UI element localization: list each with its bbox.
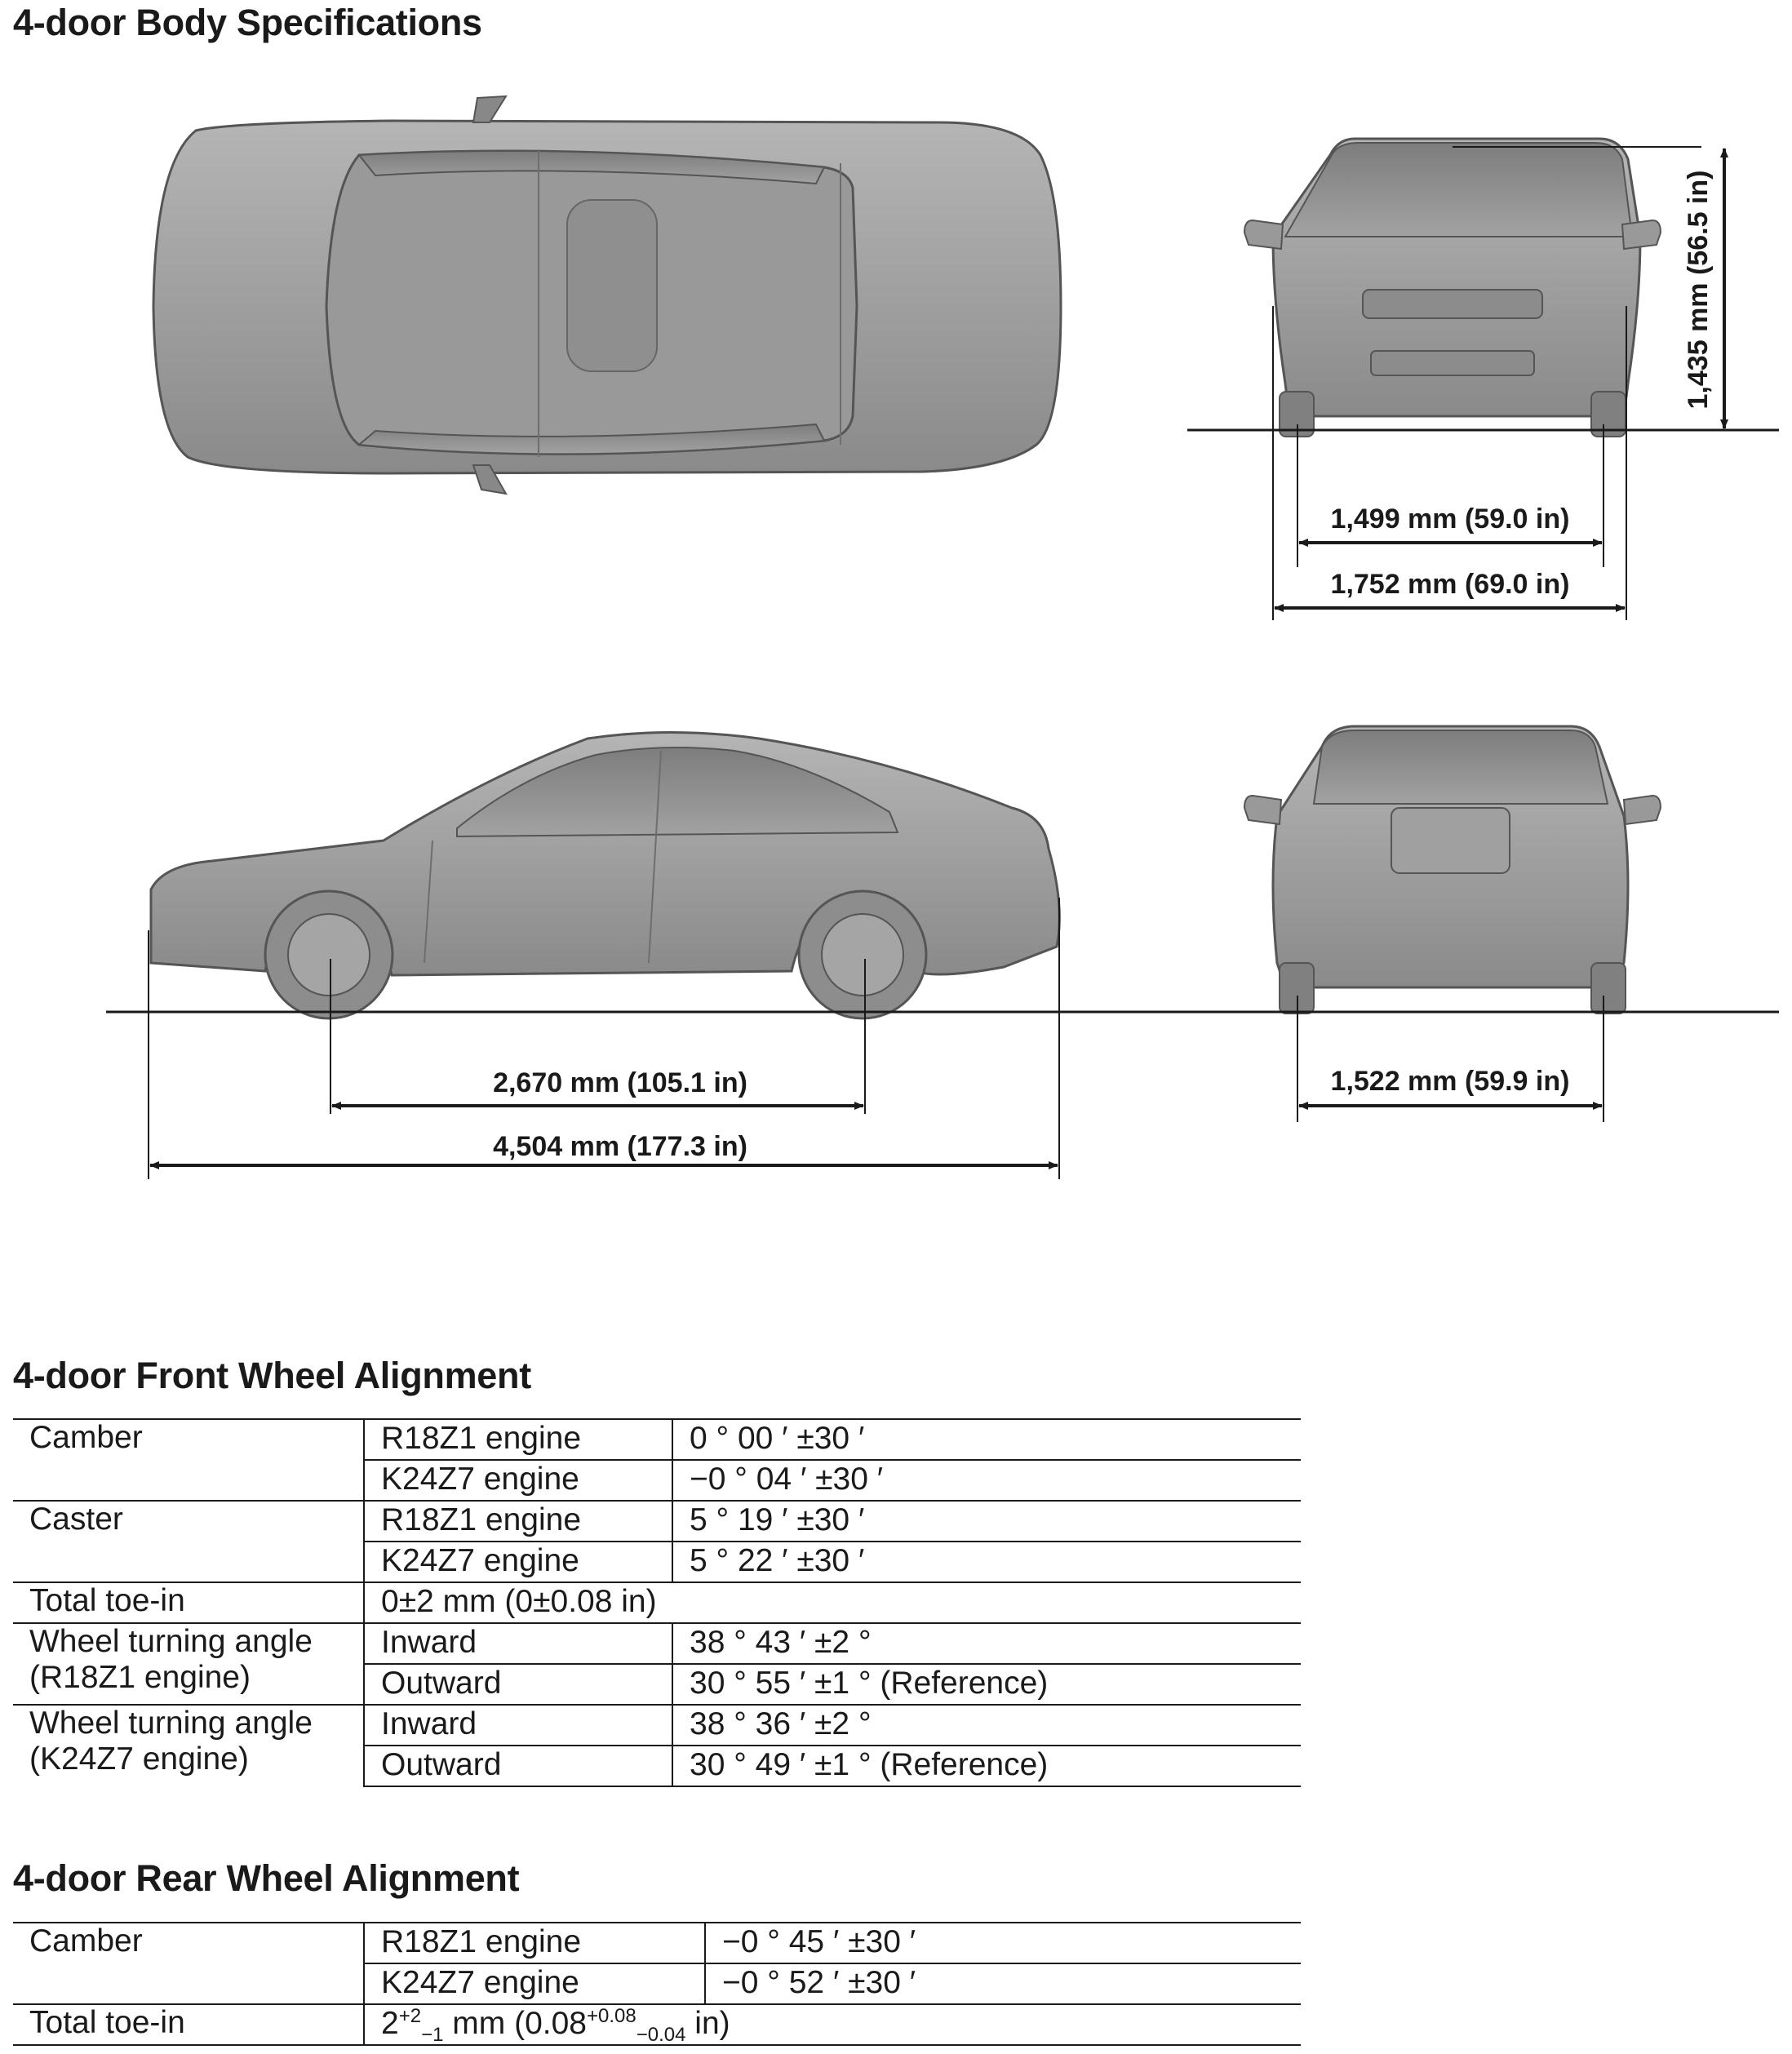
toe-tol-plus: +2 xyxy=(398,2005,422,2027)
table-row: Wheel turning angle (K24Z7 engine) Inwar… xyxy=(13,1704,1301,1786)
toe-base: 2 xyxy=(381,2006,399,2041)
spec-value: 38 ° 43 ′ ±2 ° xyxy=(672,1622,1301,1664)
toe-mid: mm (0.08 xyxy=(443,2006,587,2041)
table-row: Total toe-in 2+2−1 mm (0.08+0.08−0.04 in… xyxy=(13,2003,1301,2046)
table-row: K24Z7 engine −0 ° 52 ′ ±30 ′ xyxy=(13,1963,1301,2004)
toe-tol-minus: −1 xyxy=(421,2023,444,2046)
spec-value: −0 ° 52 ′ ±30 ′ xyxy=(704,1963,1301,2004)
rear-view xyxy=(1243,725,1662,1014)
front-alignment-table: Camber R18Z1 engine 0 ° 00 ′ ±30 ′ K24Z7… xyxy=(13,1418,1301,1787)
spec-value: 5 ° 22 ′ ±30 ′ xyxy=(672,1541,1301,1582)
table-row: K24Z7 engine 5 ° 22 ′ ±30 ′ xyxy=(13,1541,1301,1582)
toe-tol-minus-in: −0.04 xyxy=(636,2023,686,2046)
toe-in-label: Total toe-in xyxy=(13,1582,364,1623)
toe-tol-plus-in: +0.08 xyxy=(587,2005,637,2027)
table-row: Camber R18Z1 engine 0 ° 00 ′ ±30 ′ xyxy=(13,1418,1301,1501)
front-track-dimension: 1,499 mm (59.0 in) xyxy=(1331,504,1570,535)
engine-label: K24Z7 engine xyxy=(363,1963,705,2004)
toe-in-label: Total toe-in xyxy=(13,2003,364,2046)
spec-value: 30 ° 55 ′ ±1 ° (Reference) xyxy=(672,1663,1301,1705)
engine-label: R18Z1 engine xyxy=(363,1418,672,1460)
engine-label: R18Z1 engine xyxy=(363,1500,672,1542)
rear-alignment-heading: 4-door Rear Wheel Alignment xyxy=(13,1857,520,1899)
spec-value: 5 ° 19 ′ ±30 ′ xyxy=(672,1500,1301,1542)
length-dimension: 4,504 mm (177.3 in) xyxy=(493,1131,747,1162)
spec-value: 2+2−1 mm (0.08+0.08−0.04 in) xyxy=(363,2003,1301,2046)
table-row: Outward 30 ° 49 ′ ±1 ° (Reference) xyxy=(13,1745,1301,1787)
table-row: Caster R18Z1 engine 5 ° 19 ′ ±30 ′ xyxy=(13,1500,1301,1582)
spec-value: −0 ° 45 ′ ±30 ′ xyxy=(704,1922,1301,1963)
engine-label: K24Z7 engine xyxy=(363,1541,672,1582)
height-dimension: 1,435 mm (56.5 in) xyxy=(1683,171,1714,410)
spec-value: 38 ° 36 ′ ±2 ° xyxy=(672,1704,1301,1746)
body-specs-heading: 4-door Body Specifications xyxy=(13,2,482,43)
top-view xyxy=(152,95,1062,495)
rear-alignment-table: Camber R18Z1 engine −0 ° 45 ′ ±30 ′ K24Z… xyxy=(13,1922,1301,2046)
table-row: Camber R18Z1 engine −0 ° 45 ′ ±30 ′ xyxy=(13,1922,1301,2004)
spec-value: 0±2 mm (0±0.08 in) xyxy=(363,1582,1301,1623)
spec-value: −0 ° 04 ′ ±30 ′ xyxy=(672,1459,1301,1501)
table-row: K24Z7 engine −0 ° 04 ′ ±30 ′ xyxy=(13,1459,1301,1501)
direction-label: Outward xyxy=(363,1745,672,1787)
engine-label: K24Z7 engine xyxy=(363,1459,672,1501)
direction-label: Inward xyxy=(363,1704,672,1746)
toe-end: in) xyxy=(685,2006,730,2041)
spec-value: 0 ° 00 ′ ±30 ′ xyxy=(672,1418,1301,1460)
wheelbase-dimension: 2,670 mm (105.1 in) xyxy=(493,1067,747,1098)
spec-value: 30 ° 49 ′ ±1 ° (Reference) xyxy=(672,1745,1301,1787)
turning-angle-label: Wheel turning angle (R18Z1 engine) xyxy=(13,1622,364,1705)
turning-angle-label: Wheel turning angle (K24Z7 engine) xyxy=(13,1704,364,1786)
table-row: Wheel turning angle (R18Z1 engine) Inwar… xyxy=(13,1622,1301,1705)
side-view xyxy=(149,731,1061,1020)
turning-angle-line1: Wheel turning angle xyxy=(29,1706,313,1741)
table-row: Total toe-in 0±2 mm (0±0.08 in) xyxy=(13,1582,1301,1623)
front-alignment-heading: 4-door Front Wheel Alignment xyxy=(13,1355,531,1396)
direction-label: Outward xyxy=(363,1663,672,1705)
turning-angle-line1: Wheel turning angle xyxy=(29,1624,313,1659)
body-specs-drawings: 1,435 mm (56.5 in) 1,499 mm (59.0 in) 1,… xyxy=(106,95,1779,1179)
direction-label: Inward xyxy=(363,1622,672,1664)
rear-track-dimension: 1,522 mm (59.9 in) xyxy=(1331,1066,1570,1097)
width-dimension: 1,752 mm (69.0 in) xyxy=(1331,569,1570,600)
turning-angle-line2: (R18Z1 engine) xyxy=(29,1660,251,1695)
table-row: Outward 30 ° 55 ′ ±1 ° (Reference) xyxy=(13,1663,1301,1705)
camber-label: Camber xyxy=(13,1418,364,1501)
front-view xyxy=(1243,137,1662,437)
engine-label: R18Z1 engine xyxy=(363,1922,705,1963)
caster-label: Caster xyxy=(13,1500,364,1582)
turning-angle-line2: (K24Z7 engine) xyxy=(29,1741,249,1777)
camber-label: Camber xyxy=(13,1922,364,2004)
